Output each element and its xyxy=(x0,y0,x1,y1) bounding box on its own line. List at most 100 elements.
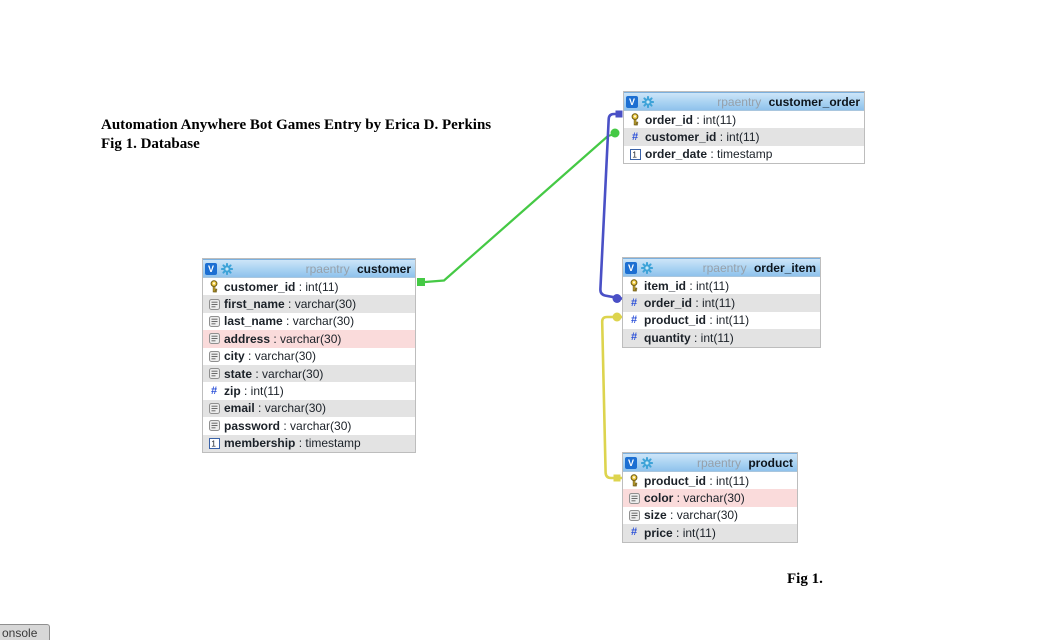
table-fields: item_id : int(11)#order_id : int(11)#pro… xyxy=(623,277,820,347)
hash-icon: # xyxy=(630,331,638,344)
field-row-quantity[interactable]: #quantity : int(11) xyxy=(623,329,820,347)
field-type: : varchar(30) xyxy=(244,349,317,364)
field-row-item_id[interactable]: item_id : int(11) xyxy=(623,277,820,295)
relation-anchor-square xyxy=(613,474,621,482)
table-name: customer_order xyxy=(768,94,860,109)
table-customer[interactable]: V rpaentry customer customer_id : int(11… xyxy=(202,258,416,453)
relation-customer_order-order_item[interactable] xyxy=(599,112,623,300)
field-row-address[interactable]: address : varchar(30) xyxy=(203,330,415,348)
figure-title-line2: Fig 1. Database xyxy=(101,136,200,152)
table-order_item[interactable]: V rpaentry order_item item_id : int(11)#… xyxy=(622,257,821,348)
field-row-password[interactable]: password : varchar(30) xyxy=(203,417,415,435)
schema-name: rpaentry xyxy=(305,261,353,276)
field-name: order_id xyxy=(645,112,694,127)
figure-caption: Fig 1. xyxy=(787,571,823,587)
hash-icon: # xyxy=(210,384,218,397)
field-row-product_id[interactable]: #product_id : int(11) xyxy=(623,311,820,330)
field-name: password xyxy=(224,418,281,433)
key-icon xyxy=(628,113,642,126)
text-icon xyxy=(207,420,221,432)
field-name: price xyxy=(644,525,673,540)
table-header-customer_order[interactable]: V rpaentry customer_order xyxy=(624,92,864,111)
field-type: : varchar(30) xyxy=(284,297,357,312)
view-icon: V xyxy=(626,95,638,108)
table-fields: customer_id : int(11)first_name : varcha… xyxy=(203,278,415,452)
table-header-product[interactable]: V rpaentry product xyxy=(623,453,797,472)
console-tab[interactable]: onsole xyxy=(0,624,51,640)
field-row-order_id[interactable]: #order_id : int(11) xyxy=(623,294,820,312)
table-product[interactable]: V rpaentry product product_id : int(11)c… xyxy=(622,452,798,543)
schema-name: rpaentry xyxy=(717,94,765,109)
field-row-last_name[interactable]: last_name : varchar(30) xyxy=(203,312,415,331)
text-icon xyxy=(207,350,221,362)
table-header-customer[interactable]: V rpaentry customer xyxy=(203,259,415,278)
gear-icon[interactable] xyxy=(641,261,653,274)
key-icon xyxy=(627,279,641,292)
relation-order_item-product[interactable] xyxy=(600,315,622,480)
table-header-order_item[interactable]: V rpaentry order_item xyxy=(623,258,820,277)
table-fields: order_id : int(11)#customer_id : int(11)… xyxy=(624,111,864,164)
field-type: : timestamp xyxy=(707,147,773,162)
svg-text:1: 1 xyxy=(211,438,216,448)
relation-anchor-dot xyxy=(612,294,622,303)
field-row-order_id[interactable]: order_id : int(11) xyxy=(624,111,864,129)
field-type: : int(11) xyxy=(672,525,716,540)
field-row-size[interactable]: size : varchar(30) xyxy=(623,506,797,525)
table-customer_order[interactable]: V rpaentry customer_order order_id : int… xyxy=(623,91,865,165)
field-row-first_name[interactable]: first_name : varchar(30) xyxy=(203,295,415,313)
figure-title-line1: Automation Anywhere Bot Games Entry by E… xyxy=(101,117,492,133)
text-icon xyxy=(627,509,641,521)
field-name: state xyxy=(224,366,253,381)
field-type: : varchar(30) xyxy=(270,331,342,346)
field-type: : int(11) xyxy=(706,473,750,488)
field-name: order_date xyxy=(645,147,708,162)
field-name: customer_id xyxy=(224,279,296,294)
gear-icon[interactable] xyxy=(642,95,654,108)
hash-icon: # xyxy=(630,313,638,326)
key-icon xyxy=(207,280,221,293)
hash-icon: # xyxy=(631,130,639,143)
view-icon: V xyxy=(625,456,637,469)
relation-anchor-dot xyxy=(610,128,620,138)
field-type: : varchar(30) xyxy=(673,491,745,506)
calendar-icon: 1 xyxy=(207,437,221,449)
field-row-zip[interactable]: #zip : int(11) xyxy=(203,382,415,400)
field-type: : int(11) xyxy=(693,112,737,127)
field-name: color xyxy=(644,491,674,506)
field-name: address xyxy=(224,331,271,346)
text-icon xyxy=(207,368,221,380)
gear-icon[interactable] xyxy=(221,262,233,275)
field-row-product_id[interactable]: product_id : int(11) xyxy=(623,472,797,490)
hash-icon: # xyxy=(630,296,638,309)
relation-anchor-square xyxy=(615,110,623,118)
field-row-email[interactable]: email : varchar(30) xyxy=(203,399,415,418)
view-icon: V xyxy=(625,261,637,274)
field-name: zip xyxy=(224,384,241,399)
view-icon: V xyxy=(205,262,217,275)
field-type: : varchar(30) xyxy=(254,401,327,416)
field-row-customer_id[interactable]: #customer_id : int(11) xyxy=(624,128,864,146)
field-row-state[interactable]: state : varchar(30) xyxy=(203,364,415,383)
field-type: : int(11) xyxy=(692,296,736,311)
field-name: last_name xyxy=(224,314,283,329)
gear-icon[interactable] xyxy=(641,456,653,469)
field-row-city[interactable]: city : varchar(30) xyxy=(203,347,415,365)
table-name: product xyxy=(748,455,793,470)
field-row-price[interactable]: #price : int(11) xyxy=(623,524,797,542)
field-row-color[interactable]: color : varchar(30) xyxy=(623,489,797,507)
figure-title: Automation Anywhere Bot Games Entry by E… xyxy=(101,116,491,154)
schema-name: rpaentry xyxy=(696,455,745,470)
relation-customer-customer_order[interactable] xyxy=(424,131,619,284)
text-icon xyxy=(207,402,221,414)
field-name: email xyxy=(224,401,255,416)
field-name: product_id xyxy=(644,473,706,488)
calendar-icon: 1 xyxy=(628,148,642,160)
field-type: : varchar(30) xyxy=(280,418,352,433)
field-row-customer_id[interactable]: customer_id : int(11) xyxy=(203,278,415,296)
field-type: : timestamp xyxy=(295,436,361,451)
field-type: : int(11) xyxy=(690,330,734,345)
field-type: : varchar(30) xyxy=(282,314,355,329)
